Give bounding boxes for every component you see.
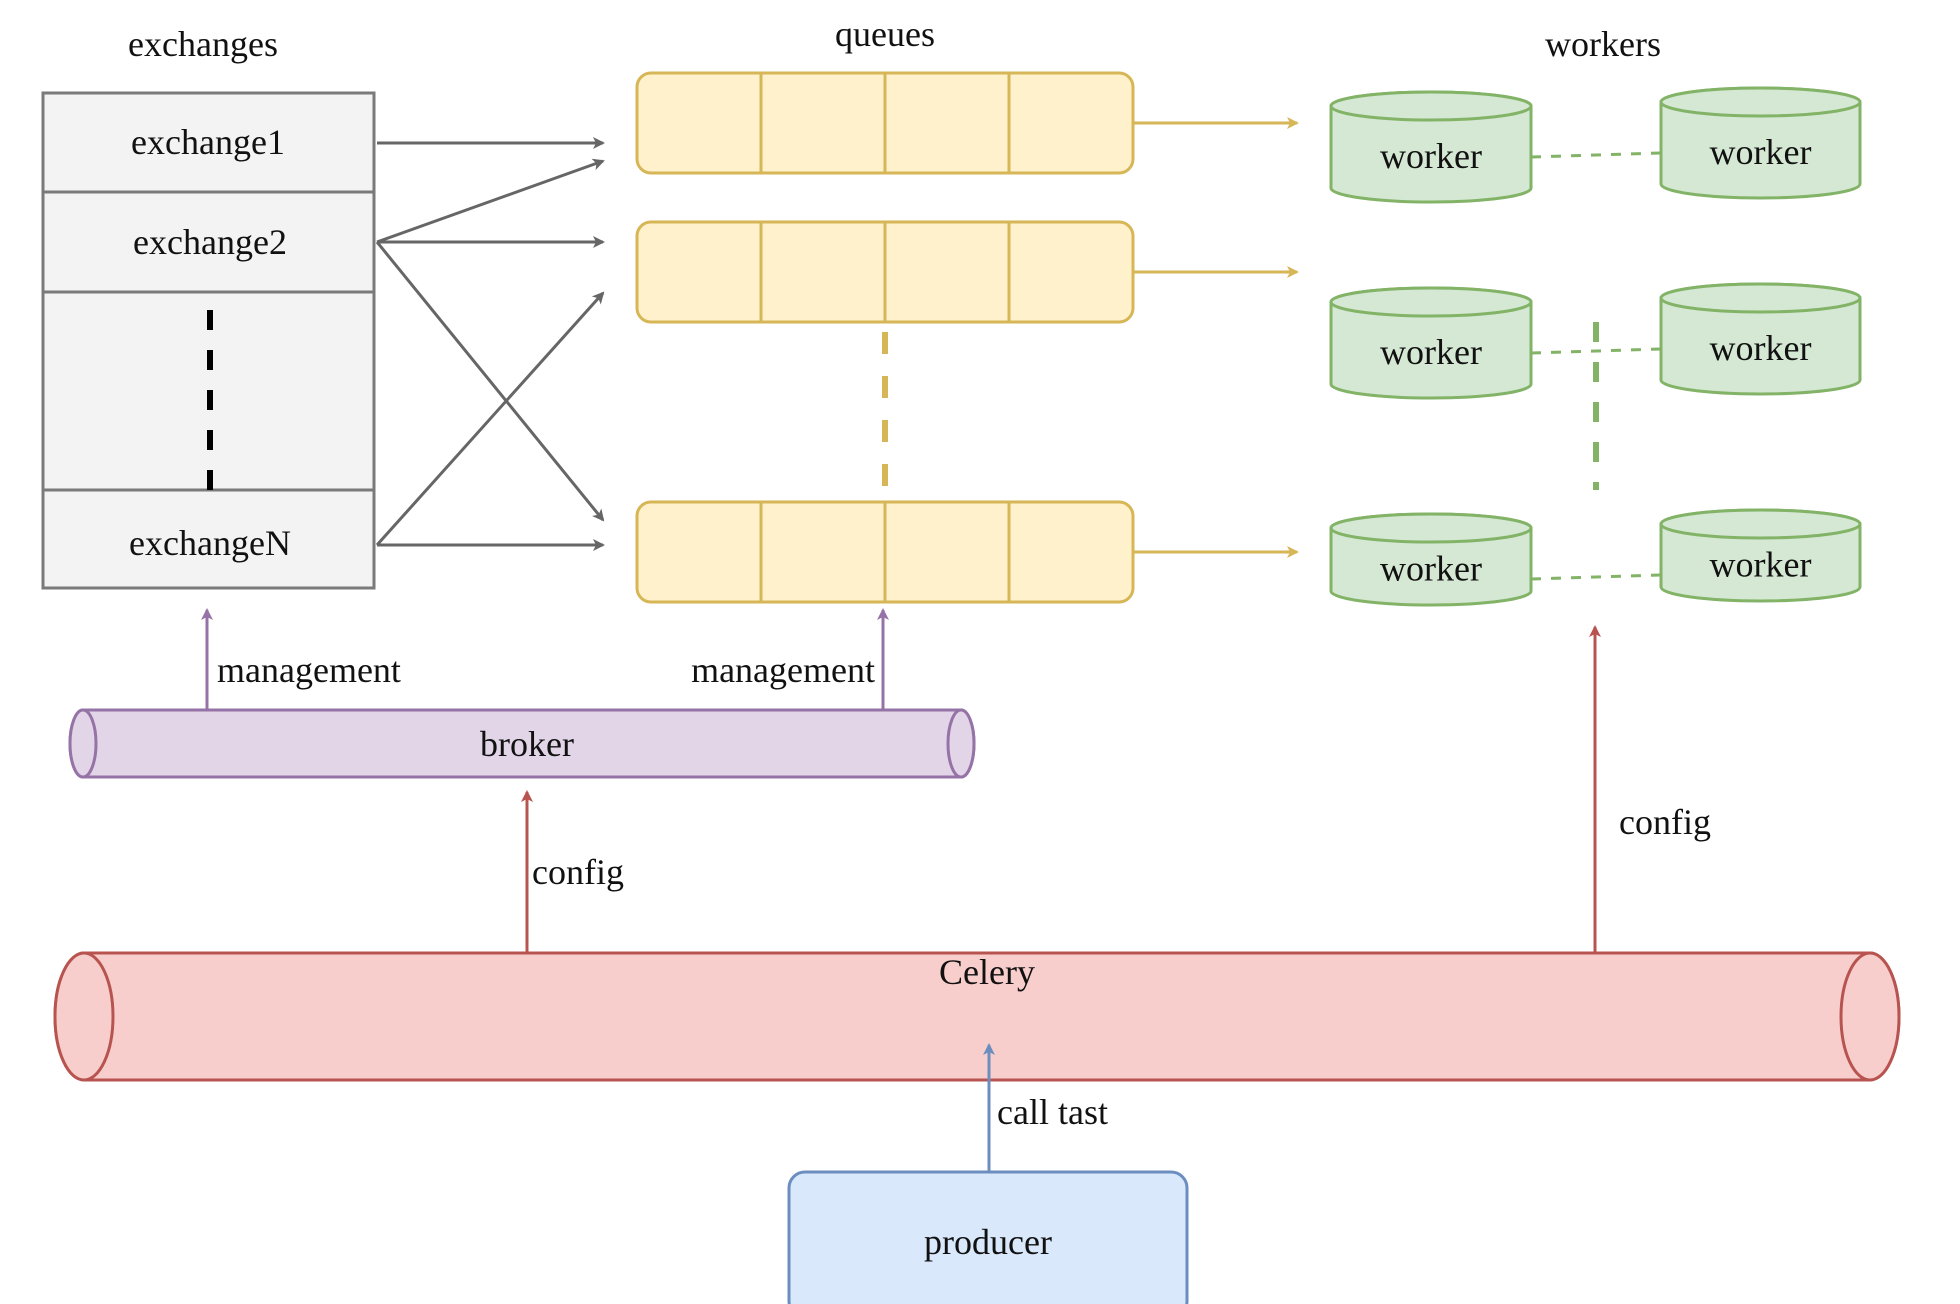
worker-node[interactable]: worker [1329,286,1533,400]
exchange-n[interactable]: exchangeN [129,523,291,563]
queue-n[interactable] [635,500,1135,604]
exchange-1[interactable]: exchange1 [131,122,285,162]
broker-label: broker [480,724,574,764]
exchange-2[interactable]: exchange2 [133,222,287,262]
worker-node[interactable]: worker [1659,508,1862,603]
route-arrow-exn-q2 [375,291,605,547]
exchanges-container [41,91,376,590]
worker-label: worker [1710,545,1812,585]
worker-node[interactable]: worker [1329,512,1533,607]
queue-2[interactable] [635,220,1135,324]
routing-arrows [375,137,605,551]
config-label-workers: config [1619,802,1711,842]
worker-link-dashed [1530,151,1662,159]
worker-label: worker [1380,549,1482,589]
celery-node[interactable]: Celery [53,951,1901,1082]
worker-node[interactable]: worker [1329,90,1533,204]
exchanges-panel: exchange1 exchange2 exchangeN [41,91,376,590]
workers-panel: worker worker worker worker worker worker [1329,86,1862,607]
queues-panel [635,71,1135,604]
worker-label: worker [1710,328,1812,368]
worker-link-dashed [1530,573,1662,581]
worker-node[interactable]: worker [1659,86,1862,200]
call-task-label: call tast [997,1092,1108,1132]
management-label-exchanges: management [217,650,401,690]
producer-label: producer [924,1222,1052,1262]
worker-link-dashed [1530,347,1662,355]
producer-node[interactable]: producer [787,1170,1189,1304]
worker-label: worker [1710,132,1812,172]
worker-node[interactable]: worker [1659,282,1862,396]
route-arrow-ex2-q1 [376,158,605,244]
config-label-broker: config [532,852,624,892]
celery-label: Celery [939,952,1035,992]
broker-node[interactable]: broker [68,708,976,779]
route-arrow-ex2-qn [375,241,605,522]
heading-exchanges: exchanges [128,24,278,64]
heading-queues: queues [835,14,935,54]
worker-label: worker [1380,136,1482,176]
management-label-queues: management [691,650,875,690]
heading-workers: workers [1545,24,1661,64]
worker-label: worker [1380,332,1482,372]
queue-1[interactable] [635,71,1135,175]
